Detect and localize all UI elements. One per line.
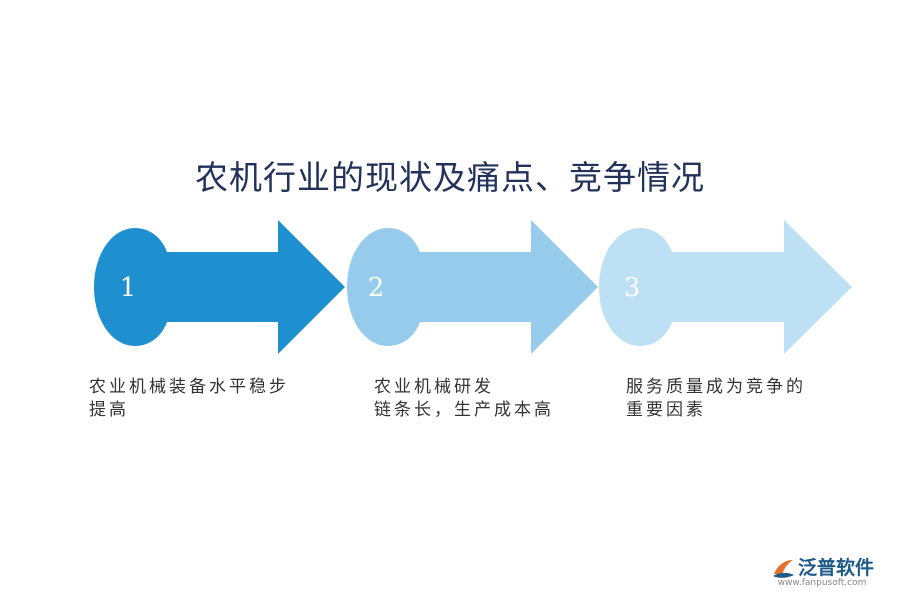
brand-logo: 泛普软件 www.fanpusoft.com xyxy=(770,553,874,588)
step-arrow-1: 1 xyxy=(94,220,345,354)
step-number-2: 2 xyxy=(368,273,385,303)
step-description-3: 服务质量成为竞争的 重要因素 xyxy=(626,377,806,420)
step-number-1: 1 xyxy=(120,273,137,303)
step-arrow-2: 2 xyxy=(347,220,598,354)
fanpu-logo-icon xyxy=(773,559,794,578)
step-description-2: 农业机械研发 链条长，生产成本高 xyxy=(374,377,554,420)
diagram-title: 农机行业的现状及痛点、竞争情况 xyxy=(195,158,705,197)
step-number-3: 3 xyxy=(624,273,641,303)
step-arrow-3: 3 xyxy=(599,220,852,354)
logo-name: 泛普软件 xyxy=(798,557,875,579)
logo-url: www.fanpusoft.com xyxy=(777,578,867,588)
step-description-1: 农业机械装备水平稳步 提高 xyxy=(89,377,289,420)
